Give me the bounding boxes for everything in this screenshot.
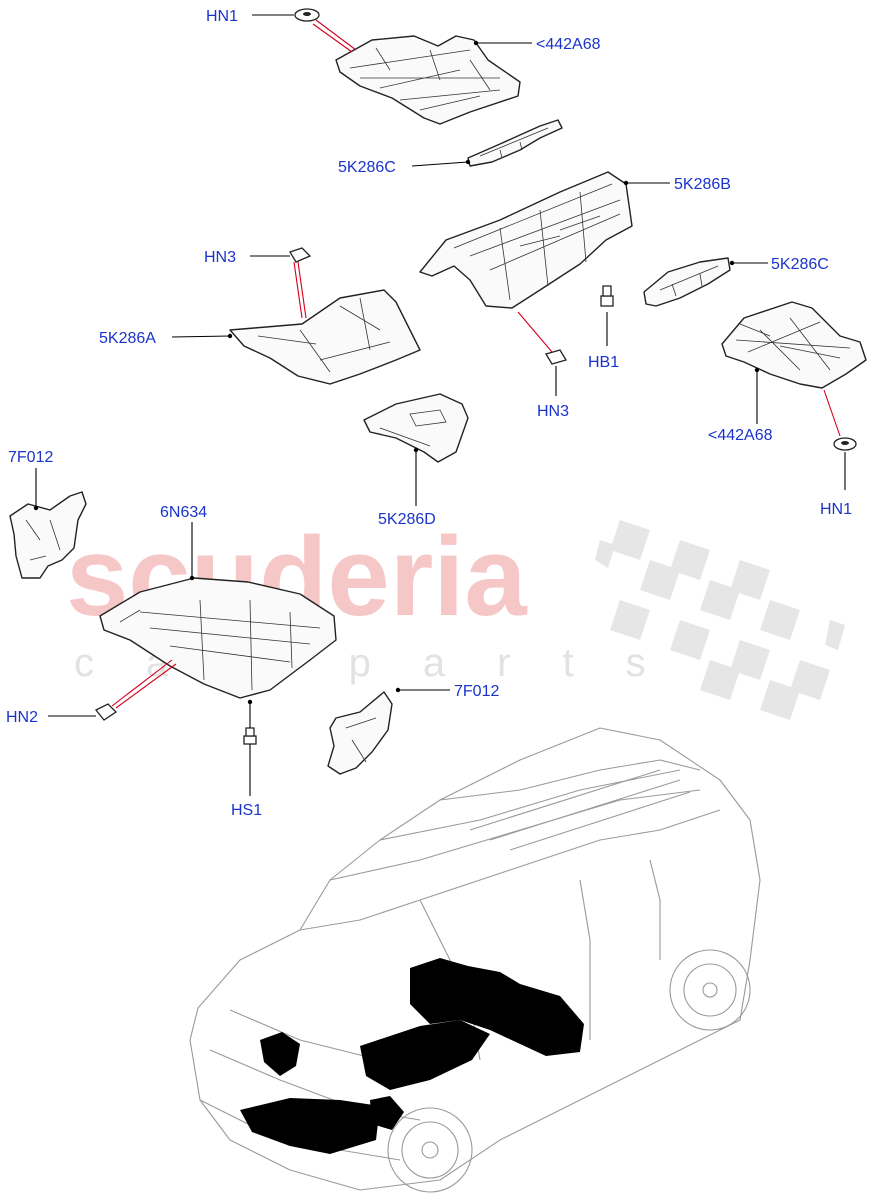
label-6n634: 6N634 [160,504,207,521]
label-hn3-top: HN3 [204,249,236,266]
callout-labels: HN1 <442A68 5K286C 5K286B HN3 5K286C 5K2… [6,8,852,819]
checkered-flag-icon [595,520,845,720]
part-6n634 [99,577,337,699]
leader-dots [33,40,760,705]
fastener-hb1 [600,285,614,307]
fastener-hn2 [94,703,118,721]
fastener-hn3-bottom [545,349,567,365]
reference-lines [111,19,841,709]
label-7f012-left: 7F012 [8,449,53,466]
label-5k286d: 5K286D [378,511,436,528]
label-5k286c-right: 5K286C [771,256,829,273]
label-5k286b: 5K286B [674,176,731,193]
part-5k286a [229,289,421,385]
vehicle-shield-highlights [240,958,584,1154]
part-442a68-top [335,35,521,125]
label-hb1: HB1 [588,354,619,371]
part-7f012-bottom [327,691,393,775]
watermark: scuderia car parts [66,514,845,720]
part-7f012-left [9,491,87,579]
part-5k286d [363,393,469,463]
label-442a68-top: <442A68 [536,36,601,53]
fastener-hs1 [243,727,257,745]
part-442a68-right [721,301,867,389]
label-hn3-bottom: HN3 [537,403,569,420]
part-5k286c-right [643,257,731,307]
leader-lines [35,14,846,796]
label-7f012-bottom: 7F012 [454,683,499,700]
fastener-hn3-top [289,247,312,263]
label-hs1: HS1 [231,802,262,819]
label-442a68-right: <442A68 [708,427,773,444]
fastener-hn1-right [833,437,857,451]
label-5k286a: 5K286A [99,330,156,347]
label-5k286c-left: 5K286C [338,159,396,176]
label-hn2: HN2 [6,709,38,726]
fastener-hn1-top [294,8,320,22]
part-5k286b [419,171,633,309]
label-hn1-top: HN1 [206,8,238,25]
label-hn1-right: HN1 [820,501,852,518]
part-5k286c-left [467,119,563,167]
